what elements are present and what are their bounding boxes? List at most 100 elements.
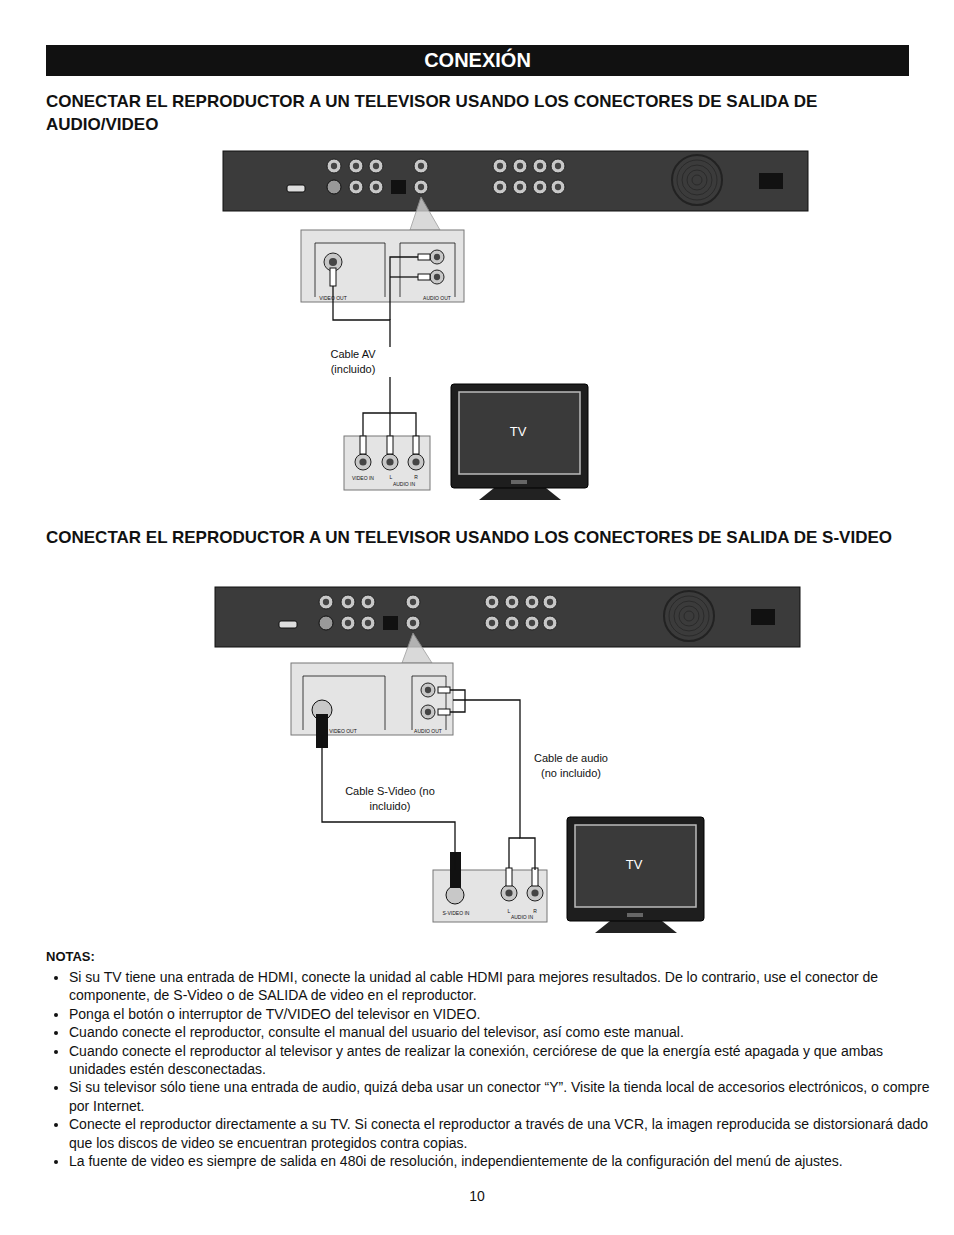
rca-jack-core [517,184,523,190]
panel-outline [400,243,455,297]
rca-jack-core [547,620,553,626]
rca-jack [406,595,420,609]
rca-jack-core [537,163,543,169]
rca-jack-core [497,163,503,169]
rca-jack [327,159,341,173]
rca-jack [513,159,527,173]
rca-jack [543,616,557,630]
rca-jack [361,595,375,609]
plug [506,868,512,886]
hdmi-port [287,185,305,192]
fan-ring [687,170,707,190]
fan-ring [674,601,704,631]
rca-jack [414,180,428,194]
cable-wire [509,838,520,868]
jack-label: R [533,909,537,914]
fan-ring [669,596,709,636]
page-title: CONEXIÓN [46,45,909,76]
rca-jack-core [323,599,329,605]
zoom-leader [410,197,440,230]
rca-jack-core [353,184,359,190]
note-item: Si su TV tiene una entrada de HDMI, cone… [69,968,931,1005]
rca-jack-core [410,599,416,605]
cable-label: Cable de audio (no incluido) [524,751,618,781]
rca-jack-core [537,184,543,190]
tv-stand [479,488,561,500]
rca-jack [551,180,565,194]
player-back-panel [223,151,808,211]
jack-label: VIDEO OUT [319,296,347,301]
plug [418,254,430,260]
fan-ring [677,160,717,200]
rca-jack-core [365,599,371,605]
detail-panel [291,663,453,735]
zoom-leader [402,633,432,663]
rca-jack [485,595,499,609]
rca-jack [382,454,398,470]
rca-jack-core [359,458,366,465]
rca-jack-core [509,599,515,605]
rca-jack [525,595,539,609]
rca-jack-core [529,599,535,605]
rca-jack [533,180,547,194]
rca-jack [349,180,363,194]
rca-jack-core [331,163,337,169]
tv-button [511,480,527,484]
detail-panel [344,436,430,490]
rca-jack-core [497,184,503,190]
plug [387,436,393,454]
jack-label: R [414,475,418,480]
rca-jack [430,250,444,264]
rca-jack [525,616,539,630]
plug [330,268,336,286]
rca-jack-core [555,184,561,190]
rca-jack-core [555,163,561,169]
rca-jack-core [547,599,553,605]
rca-jack [349,159,363,173]
rca-jack-core [373,163,379,169]
rca-jack-core [529,620,535,626]
rca-jack [543,595,557,609]
cable-wire [389,413,390,436]
rca-jack [513,180,527,194]
cable-wire [363,413,390,436]
note-item: La fuente de video es siempre de salida … [69,1152,931,1170]
section-heading: CONECTAR EL REPRODUCTOR A UN TELEVISOR U… [46,90,916,136]
optical-port [391,180,406,194]
s-video-port [327,180,341,194]
power-socket [751,609,775,625]
power-socket [759,173,783,189]
rca-jack-core [517,163,523,169]
tv-screen [575,825,696,907]
plug [360,436,366,454]
notes-list: Si su TV tiene una entrada de HDMI, cone… [46,968,931,1170]
tv-input-panel: S-VIDEO INLRAUDIO IN [433,870,547,922]
fan-ring [684,611,694,621]
tv-frame [567,817,704,921]
rca-jack-core [353,163,359,169]
rca-jack-core [410,620,416,626]
output-panel: VIDEO OUTAUDIO OUT [301,230,464,302]
section-heading: CONECTAR EL REPRODUCTOR A UN TELEVISOR U… [46,526,916,549]
rca-jack [493,180,507,194]
detail-panel [301,230,464,302]
rca-jack [341,595,355,609]
panel-outline [315,243,385,297]
cable-wire [390,276,418,277]
jack-label: TV [626,858,643,871]
rca-jack [501,885,517,901]
rca-jack [355,454,371,470]
rca-jack [505,616,519,630]
optical-port [383,616,398,630]
rca-jack-core [489,620,495,626]
plug [438,709,450,715]
rca-jack-core [489,599,495,605]
rca-jack [533,159,547,173]
rca-jack-core [418,184,424,190]
rca-jack [493,159,507,173]
jack-label: L [390,475,393,480]
rca-jack-core [412,458,419,465]
rca-jack [485,616,499,630]
s-video-jack [446,886,464,904]
plug [413,436,419,454]
